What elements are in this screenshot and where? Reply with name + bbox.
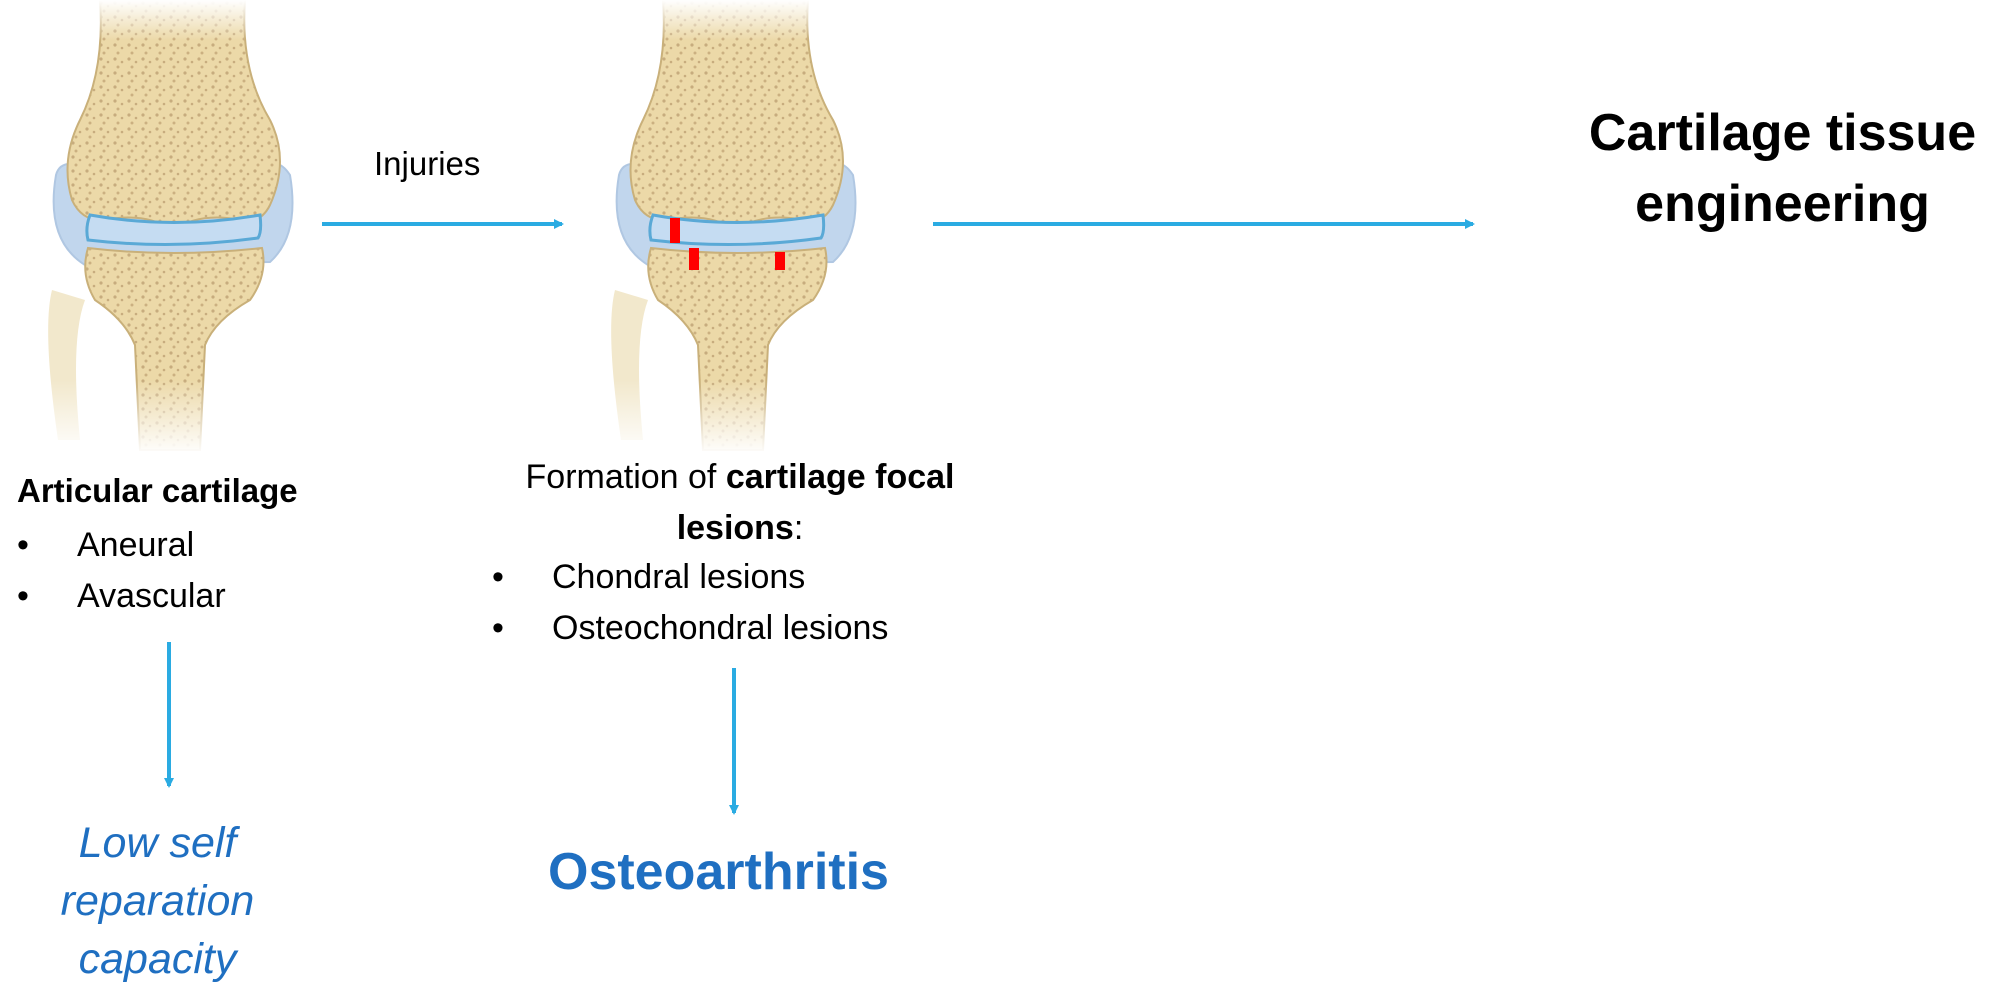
lesions-title: Formation of cartilage focal lesions: xyxy=(480,452,1000,554)
damaged-knee-illustration xyxy=(603,0,873,455)
healthy-properties-list: Aneural Avascular xyxy=(17,520,226,622)
list-item: Avascular xyxy=(17,571,226,622)
lesion-marker xyxy=(775,252,785,270)
low-repair-capacity-text: Low self reparation capacity xyxy=(20,814,295,988)
list-item: Osteochondral lesions xyxy=(492,603,888,654)
list-item: Aneural xyxy=(17,520,226,571)
lesion-marker xyxy=(689,248,699,270)
articular-cartilage-title: Articular cartilage xyxy=(17,472,298,510)
cartilage-tissue-engineering-title: Cartilage tissue engineering xyxy=(1570,98,1995,240)
lesion-types-list: Chondral lesions Osteochondral lesions xyxy=(492,552,888,654)
lesion-marker xyxy=(670,218,680,243)
osteoarthritis-label: Osteoarthritis xyxy=(548,842,889,902)
list-item: Chondral lesions xyxy=(492,552,888,603)
injuries-label: Injuries xyxy=(374,145,480,183)
healthy-knee-illustration xyxy=(40,0,310,455)
